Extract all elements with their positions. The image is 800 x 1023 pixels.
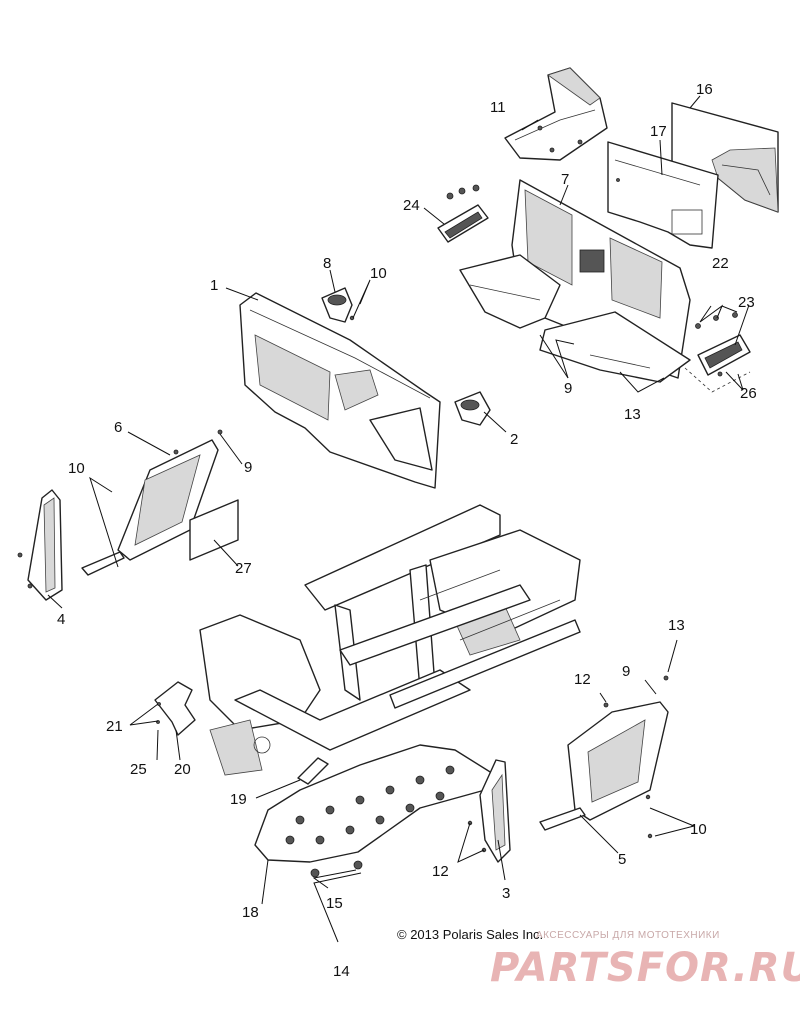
part-8-cup-holder [321, 287, 355, 323]
callout-19: 19 [230, 791, 247, 808]
callout-22: 22 [712, 255, 729, 272]
callout-20: 20 [174, 761, 191, 778]
part-20-side-plate [154, 681, 196, 736]
part-24-bracket [437, 184, 489, 243]
callout-9a: 9 [244, 459, 252, 476]
part-4-left-pillar [17, 489, 63, 601]
callout-7: 7 [561, 171, 569, 188]
leader-lines [47, 95, 750, 943]
callout-1: 1 [210, 277, 218, 294]
callout-23: 23 [738, 294, 755, 311]
part-1-dash-panel [239, 292, 441, 489]
callout-13b: 13 [668, 617, 685, 634]
callout-14: 14 [333, 963, 350, 980]
copyright-notice: © 2013 Polaris Sales Inc. [397, 927, 544, 942]
part-15-fasteners [310, 860, 363, 878]
callout-8: 8 [323, 255, 331, 272]
callout-9c: 9 [622, 663, 630, 680]
callout-27: 27 [235, 560, 252, 577]
callout-16: 16 [696, 81, 713, 98]
part-27-label-plate [189, 499, 239, 561]
callout-6: 6 [114, 419, 122, 436]
callout-10b: 10 [68, 460, 85, 477]
callout-25: 25 [130, 761, 147, 778]
callout-12a: 12 [574, 671, 591, 688]
callout-9b: 9 [564, 380, 572, 397]
part-17-sound-panel [607, 141, 719, 249]
part-19-clip [297, 757, 329, 785]
callout-4: 4 [57, 611, 65, 628]
callout-24: 24 [403, 197, 420, 214]
callout-18: 18 [242, 904, 259, 921]
skid-plate-holes [285, 765, 455, 845]
vehicle-frame [199, 504, 581, 776]
callout-13a: 13 [624, 406, 641, 423]
watermark-logo: PARTSFOR.RU [490, 945, 800, 991]
callout-2: 2 [510, 431, 518, 448]
part-18-skid-plate [254, 744, 496, 863]
callout-10a: 10 [370, 265, 387, 282]
callout-17: 17 [650, 123, 667, 140]
part-2-cup-holder [454, 391, 491, 426]
callout-15: 15 [326, 895, 343, 912]
part-23-module [684, 312, 751, 393]
part-7-bulkhead [459, 179, 691, 383]
part-5-right-panel [539, 675, 669, 839]
callout-26: 26 [740, 385, 757, 402]
part-11-rear-bracket [504, 67, 608, 161]
callout-12b: 12 [432, 863, 449, 880]
callout-21: 21 [106, 718, 123, 735]
watermark-caption: АКСЕССУАРЫ ДЛЯ МОТОТЕХНИКИ [536, 930, 720, 941]
callout-10c: 10 [690, 821, 707, 838]
callout-labels: 1 2 3 4 5 6 7 8 9 9 9 10 10 10 11 12 12 … [57, 81, 757, 980]
callout-11: 11 [490, 99, 506, 116]
part-6-left-panel [81, 429, 223, 576]
callout-5: 5 [618, 851, 626, 868]
part-3-right-pillar [467, 759, 511, 863]
callout-3: 3 [502, 885, 510, 902]
